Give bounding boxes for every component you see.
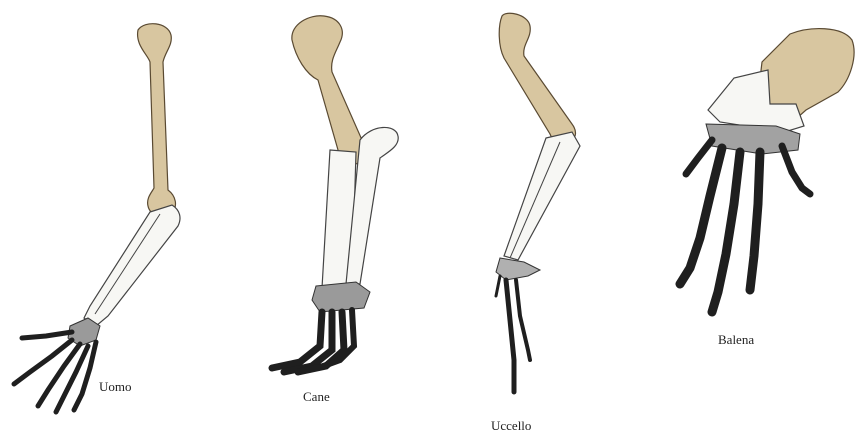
- dog-carpals: [312, 282, 370, 312]
- bird-digits: [496, 276, 530, 392]
- whale-digits: [680, 140, 810, 312]
- bird-forearm: [504, 132, 580, 260]
- human-forearm: [84, 205, 180, 326]
- dog-toes: [272, 310, 354, 372]
- human-humerus: [138, 24, 176, 217]
- label-whale: Balena: [718, 332, 754, 348]
- label-bird: Uccello: [491, 418, 531, 434]
- bird-wing: [496, 13, 580, 392]
- label-dog: Cane: [303, 389, 330, 405]
- human-arm: [14, 24, 180, 412]
- bird-carpals: [496, 258, 540, 280]
- whale-flipper: [680, 29, 854, 312]
- dog-leg: [272, 16, 398, 372]
- dog-humerus: [292, 16, 366, 165]
- label-human: Uomo: [99, 379, 132, 395]
- bird-humerus: [499, 13, 575, 142]
